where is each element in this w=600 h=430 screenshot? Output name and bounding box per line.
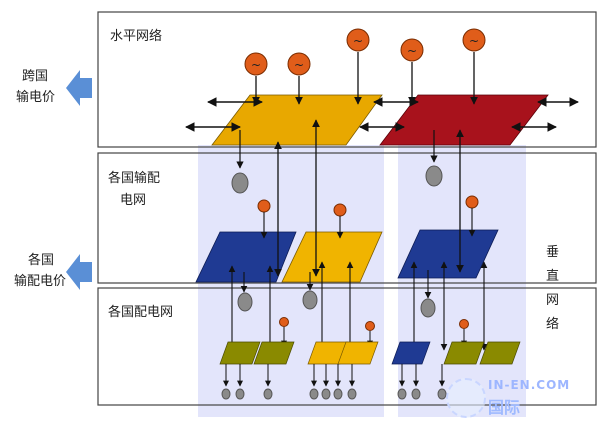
load-node: [425, 165, 443, 187]
plate-distribution-5: [391, 341, 431, 365]
generator-icon: [365, 321, 375, 331]
load-node: [420, 298, 436, 318]
watermark-line2: 国际: [488, 398, 521, 417]
generator-icon: [462, 28, 486, 52]
left-arrow-mid: [66, 254, 92, 290]
generator-icon: [333, 203, 347, 217]
label-cross-border-line1: 跨国: [22, 69, 48, 84]
generator-icon: [346, 28, 370, 52]
generator-symbol: ~: [294, 58, 304, 72]
load-node: [221, 388, 231, 400]
generator-icon: [287, 52, 311, 76]
label-vertical-char-2: 直: [546, 269, 559, 284]
generator-icon: [257, 199, 271, 213]
label-vertical-char-3: 网: [546, 293, 559, 308]
generator-icon: [459, 319, 469, 329]
generator-icon: [244, 52, 268, 76]
label-horizontal-network: 水平网络: [110, 28, 162, 44]
label-national-line1: 各国: [28, 252, 54, 268]
generator-icon: [465, 195, 479, 209]
load-node: [263, 388, 273, 400]
bottom-loads: [221, 364, 447, 400]
load-node: [302, 290, 318, 310]
label-distribution: 各国配电网: [108, 304, 173, 320]
load-node: [411, 388, 421, 400]
left-arrow-top: [66, 70, 92, 106]
plate-transmission-2: [281, 231, 383, 283]
plate-distribution-2: [253, 341, 295, 365]
plate-distribution-1: [219, 341, 261, 365]
plate-distribution-6: [443, 341, 485, 365]
label-cross-border-line2: 输电价: [16, 89, 55, 105]
watermark-line1: IN-EN.COM: [488, 378, 571, 392]
generator-icon: [400, 38, 424, 62]
load-node: [231, 172, 249, 194]
load-node: [333, 388, 343, 400]
load-node: [321, 388, 331, 400]
load-node: [235, 388, 245, 400]
plate-distribution-7: [479, 341, 521, 365]
watermark-logo: IN-EN.COM 国际: [442, 374, 592, 418]
plate-distribution-4: [337, 341, 379, 365]
generator-symbol: ~: [251, 58, 261, 72]
layer-box-horizontal: [97, 11, 597, 148]
generator-icon: [279, 317, 289, 327]
generator-symbol: ~: [469, 34, 479, 48]
generator-symbol: ~: [353, 34, 363, 48]
load-node: [397, 388, 407, 400]
load-node: [237, 292, 253, 312]
generator-symbol: ~: [407, 44, 417, 58]
load-node: [309, 388, 319, 400]
sun-icon: [446, 378, 486, 418]
label-vertical-char-1: 垂: [546, 245, 559, 260]
label-vertical-char-4: 络: [546, 316, 559, 332]
load-node: [347, 388, 357, 400]
label-transmission-line1: 各国输配: [108, 170, 160, 186]
label-transmission-line2: 电网: [120, 193, 146, 208]
label-national-line2: 输配电价: [14, 273, 66, 289]
